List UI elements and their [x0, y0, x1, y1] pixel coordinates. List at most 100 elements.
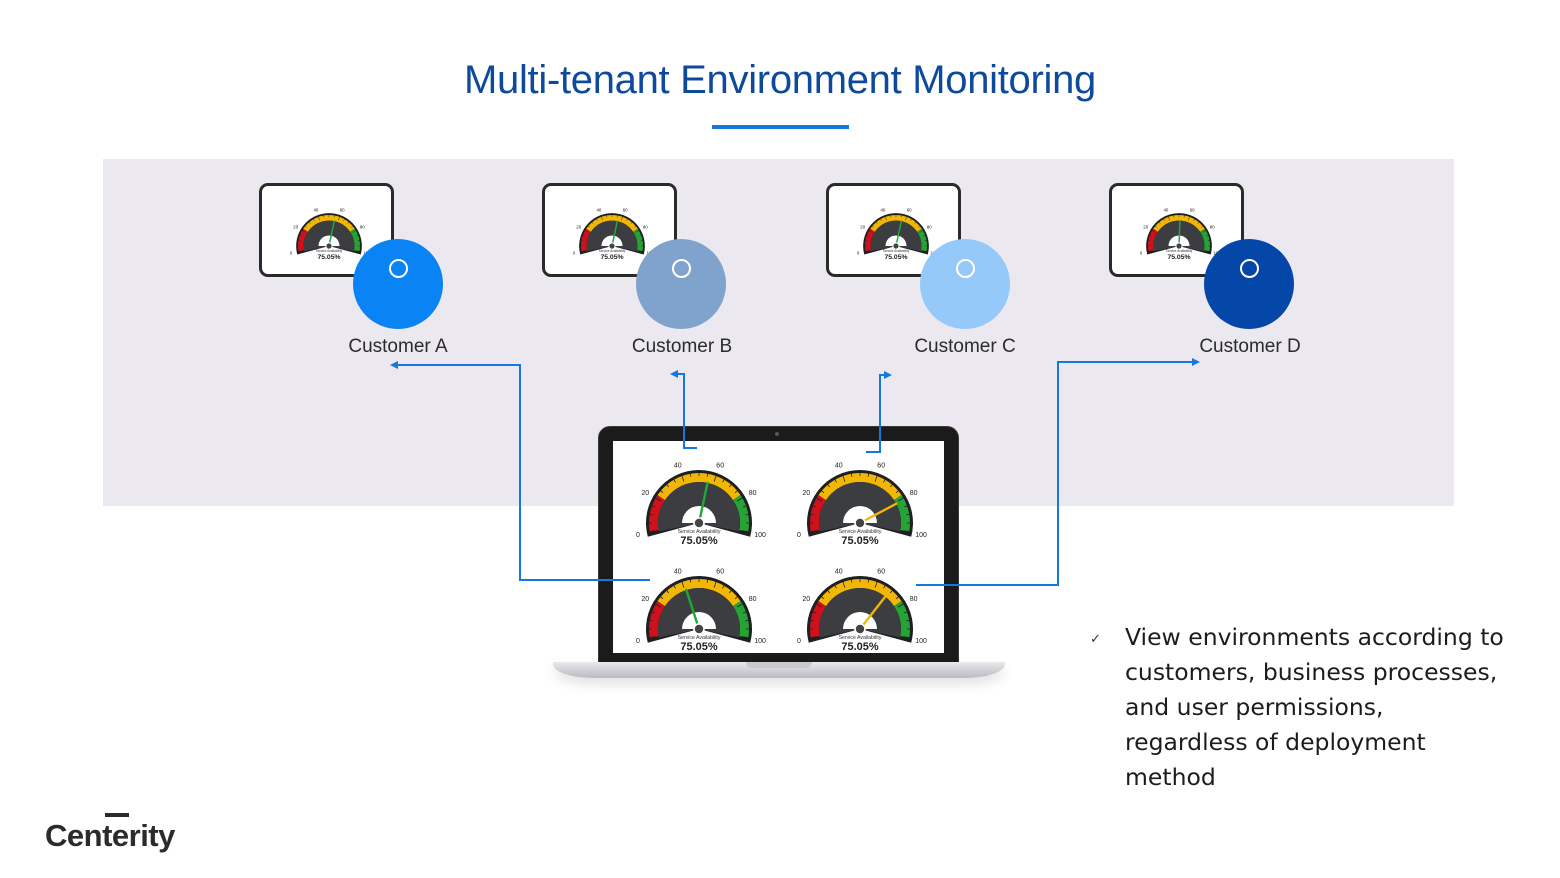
gauge-tick: [655, 497, 662, 502]
gauge-tick: [885, 216, 887, 221]
gauge-zone-high: [633, 228, 643, 252]
gauge-tick: [889, 590, 893, 594]
gauge-tick: [734, 596, 738, 600]
tenant-icon-d[interactable]: [1204, 239, 1294, 329]
gauge-tick-label: 40: [596, 208, 601, 213]
connector-d: [916, 358, 1200, 586]
gauge-zone-mid: [303, 215, 355, 232]
gauge-value: 75.05%: [680, 535, 718, 547]
gauge-tick: [810, 636, 817, 639]
gauge-tick: [666, 590, 670, 594]
gauge-tick: [895, 490, 899, 494]
tenant-label-c: Customer C: [914, 336, 1016, 357]
gauge-tick: [626, 218, 628, 221]
gauge-tick-label: 0: [573, 251, 576, 256]
gauge-tick: [810, 513, 814, 516]
gauge-value: 75.05%: [680, 641, 718, 653]
gauge-tick-label: 0: [1140, 251, 1143, 256]
gauge-tick-label: 60: [1190, 208, 1195, 213]
gauge-tick-label: 80: [910, 490, 918, 497]
tenant-icon-a[interactable]: [353, 239, 443, 329]
gauge-tick: [834, 585, 837, 589]
gauge-tick: [816, 497, 823, 502]
tenant-icon-c[interactable]: [920, 239, 1010, 329]
gauge-tick: [903, 530, 910, 533]
gauge-tick: [318, 216, 320, 221]
gauge-tick: [906, 619, 910, 622]
gauge-tick-label: 0: [857, 251, 860, 256]
gauge-zone-low: [1148, 228, 1158, 252]
gauge-tick: [655, 603, 662, 608]
gauge-zone-high: [350, 228, 360, 252]
gauge-needle: [611, 220, 619, 247]
tenant-label-d: Customer D: [1199, 336, 1301, 357]
gauge-tick: [816, 603, 823, 608]
gauge-tick: [904, 505, 908, 508]
laptop-notch: [746, 662, 812, 668]
gauge-caption: Service Availability: [839, 529, 882, 535]
gauge-tick: [728, 484, 732, 488]
gauge-tick: [649, 513, 653, 516]
connector-c: [866, 371, 892, 453]
gauge-tick: [810, 530, 817, 533]
gauge-tick: [903, 636, 910, 639]
gauge-tick-label: 20: [802, 596, 810, 603]
tenant-ring-icon: [956, 259, 975, 278]
gauge-tick-label: 20: [1143, 225, 1148, 230]
gauge-caption: Service Availability: [599, 249, 626, 253]
gauge-tick: [673, 479, 676, 483]
gauge-tick: [706, 473, 709, 477]
gauge-tick: [649, 636, 656, 639]
gauge-tick-label: 80: [360, 225, 365, 230]
gauge-tick: [914, 221, 917, 224]
gauge-tick: [734, 490, 738, 494]
gauge-hub-cover: [318, 235, 340, 246]
gauge-tick-label: 60: [716, 569, 724, 576]
gauge-tick: [821, 596, 825, 600]
gauge-caption: Service Availability: [1166, 249, 1193, 253]
gauge-tick-label: 60: [877, 569, 885, 576]
gauge-zone-mid: [818, 579, 902, 607]
gauge-tick: [842, 581, 846, 588]
feature-bullet-text: View environments according to customers…: [1125, 623, 1504, 791]
gauge-tick: [904, 611, 908, 614]
gauge-tick: [660, 490, 664, 494]
tenant-icon-b[interactable]: [636, 239, 726, 329]
tenant-ring-icon: [1240, 259, 1259, 278]
gauge-hub: [325, 242, 333, 250]
gauge-tick-label: 100: [754, 638, 766, 645]
gauge-tick: [906, 513, 910, 516]
slide-title: Multi-tenant Environment Monitoring: [463, 58, 1097, 102]
gauge-tick: [834, 479, 837, 483]
gauge-zone-high: [893, 601, 910, 638]
connector-a: [390, 361, 650, 581]
gauge-tick: [743, 611, 747, 614]
gauge-tick: [681, 475, 685, 482]
gauge-tick: [301, 230, 306, 233]
gauge-tick-label: 60: [340, 208, 345, 213]
gauge-tick-label: 80: [643, 225, 648, 230]
gauge-hub: [892, 242, 900, 250]
gauge-tick: [889, 484, 893, 488]
gauge-zone-mid: [818, 473, 902, 501]
gauge-tick-label: 20: [641, 490, 649, 497]
gauge-tick: [812, 505, 816, 508]
gauge-tick: [905, 216, 907, 221]
gauge-tick: [639, 235, 642, 237]
gauge-tick: [649, 619, 653, 622]
gauge-tick: [722, 479, 725, 483]
gauge-tick: [883, 479, 886, 483]
gauge-tick: [850, 579, 853, 583]
gauge-tick: [299, 235, 302, 237]
gauge-tick: [621, 216, 623, 221]
gauge-tick-label: 40: [313, 208, 318, 213]
gauge-value: 75.05%: [884, 254, 907, 261]
gauge-tick: [587, 225, 590, 228]
gauge-tick: [635, 230, 640, 233]
gauge-tick: [1163, 218, 1165, 221]
gauge-tick: [638, 250, 643, 252]
gauge-tick-label: 40: [674, 463, 682, 470]
